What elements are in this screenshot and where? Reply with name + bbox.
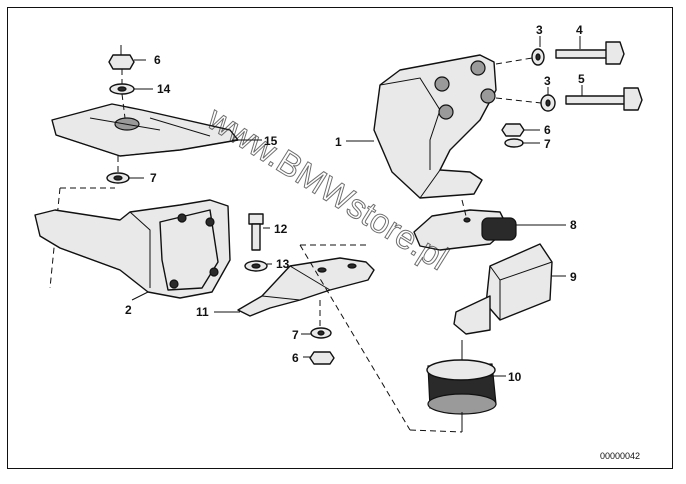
callout-13: 13 bbox=[276, 257, 290, 271]
part-5-bolt bbox=[565, 87, 643, 111]
callout-9: 9 bbox=[570, 270, 577, 284]
part-7-washer-left bbox=[106, 172, 130, 184]
callout-7-left: 7 bbox=[150, 171, 157, 185]
callout-1: 1 bbox=[335, 135, 342, 149]
callout-11: 11 bbox=[196, 305, 209, 319]
leader-lines bbox=[128, 36, 583, 377]
catalog-number: 00000042 bbox=[600, 451, 640, 461]
callout-6-bottom: 6 bbox=[292, 351, 299, 365]
callout-7-right: 7 bbox=[544, 137, 551, 151]
callout-12: 12 bbox=[274, 222, 288, 236]
part-4-bolt bbox=[555, 41, 625, 65]
part-1-bracket bbox=[373, 54, 497, 199]
callout-8: 8 bbox=[570, 218, 577, 232]
callouts: 6 14 15 7 2 12 13 11 7 6 1 3 4 3 5 6 7 8… bbox=[125, 23, 585, 384]
part-6-nut-top bbox=[108, 45, 135, 70]
part-10-engine-mount bbox=[426, 340, 497, 432]
part-12-bolt bbox=[248, 213, 264, 251]
callout-2: 2 bbox=[125, 303, 132, 317]
part-3-washer-lower bbox=[540, 94, 556, 112]
callout-10: 10 bbox=[508, 370, 522, 384]
part-7-washer-right bbox=[504, 138, 524, 148]
part-13-washer bbox=[244, 260, 268, 272]
callout-4: 4 bbox=[576, 23, 583, 37]
part-9-pad bbox=[453, 243, 553, 335]
part-14-washer bbox=[109, 83, 135, 95]
part-3-washer-top bbox=[531, 48, 545, 66]
part-6-nut-right bbox=[501, 123, 525, 137]
callout-7-bottom: 7 bbox=[292, 328, 299, 342]
part-7-washer-bottom bbox=[310, 327, 332, 339]
callout-14: 14 bbox=[157, 82, 171, 96]
callout-3-top: 3 bbox=[536, 23, 543, 37]
part-2-bracket bbox=[34, 199, 231, 299]
callout-3-lower: 3 bbox=[544, 74, 551, 88]
callout-6-right: 6 bbox=[544, 123, 551, 137]
callout-5: 5 bbox=[578, 72, 585, 86]
part-6-nut-bottom bbox=[309, 351, 335, 365]
callout-15: 15 bbox=[264, 134, 278, 148]
part-8-buffer bbox=[413, 209, 517, 251]
callout-6-top: 6 bbox=[154, 53, 161, 67]
part-11-crossmember bbox=[237, 257, 375, 317]
